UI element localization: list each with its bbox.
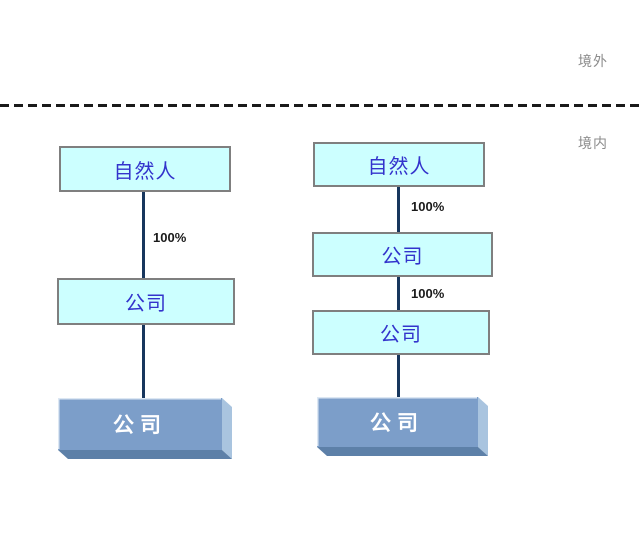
connector-line xyxy=(142,192,145,279)
structure1-natural-person-box: 自然人 xyxy=(59,146,231,192)
cube-bottom-face xyxy=(317,447,488,456)
connector-line xyxy=(397,355,400,397)
cube-highlight-edge xyxy=(58,398,221,449)
cube-3d-shape: 公司 xyxy=(317,397,488,456)
ownership-percentage-label: 100% xyxy=(411,286,445,301)
cube-highlight-edge xyxy=(317,397,477,446)
connector-line xyxy=(142,325,145,398)
ownership-percentage-label: 100% xyxy=(411,199,445,214)
structure2-company-box-2: 公司 xyxy=(312,310,490,355)
structure1-target-company-cube: 公司 xyxy=(58,398,234,466)
connector-line xyxy=(397,187,400,232)
ownership-percentage-label: 100% xyxy=(153,230,187,245)
structure1-company-box: 公司 xyxy=(57,278,235,325)
structure2-target-company-label: 公司 xyxy=(370,411,424,435)
structure2-natural-person-box: 自然人 xyxy=(313,142,485,187)
cube-front-face xyxy=(58,398,222,450)
cube-side-face xyxy=(222,398,232,459)
structure2-target-company-cube: 公司 xyxy=(317,397,490,463)
cube-side-face xyxy=(478,397,488,456)
structure2-company-box-1: 公司 xyxy=(312,232,493,277)
onshore-region-label: 境内 xyxy=(578,137,608,152)
cube-3d-shape: 公司 xyxy=(58,398,232,459)
cube-front-face xyxy=(317,397,478,447)
structure1-target-company-label: 公司 xyxy=(113,413,167,437)
offshore-region-label: 境外 xyxy=(578,55,608,70)
offshore-onshore-divider-line xyxy=(0,104,640,107)
cube-bottom-face xyxy=(58,450,232,459)
connector-line xyxy=(397,277,400,310)
